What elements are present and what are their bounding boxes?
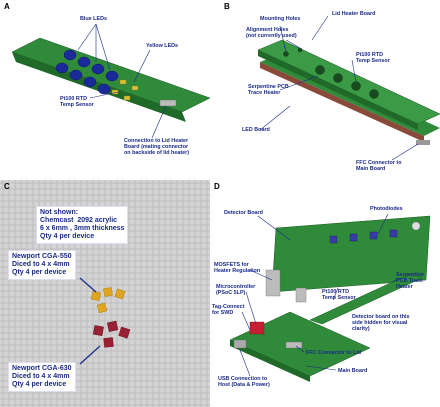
connector-label: Connection to Lid Heater Board (mating c…	[124, 138, 190, 157]
detector-hidden-note: Detector board on this side hidden for v…	[352, 314, 410, 333]
panel-c: C Not shown: Chemcast 2092 acrylic 6 x 6…	[0, 180, 210, 407]
panel-b-label: B	[224, 2, 230, 11]
led-board-illustration	[11, 23, 211, 139]
cga630-note: Newport CGA-630 Diced to 4 x 4mm Qty 4 p…	[8, 362, 76, 392]
pt100-label: Pt100 RTD Temp Sensor	[60, 96, 94, 109]
tag-connect-label: Tag-Connect for SWD	[212, 304, 245, 317]
alignment-holes-label: Alignment Holes (not currently used)	[246, 27, 297, 40]
usb-connection-label: USB Connection to Host (Data & Power)	[218, 376, 270, 389]
panel-d-label: D	[214, 182, 220, 191]
main-board-label: Main Board	[338, 368, 368, 374]
serpentine-label-d: Serpentine PCB Trace Heater	[396, 272, 424, 291]
lid-heater-board-label: Lid Heater Board	[332, 11, 376, 17]
ffc-to-lid-label: FFC Connector to Lid	[306, 350, 362, 356]
pt100-label-b: Pt100 RTD Temp Sensor	[356, 52, 390, 65]
chemcast-note: Not shown: Chemcast 2092 acrylic 6 x 6mm…	[36, 206, 129, 244]
yellow-leds-label: Yellow LEDs	[146, 43, 179, 49]
lid-heater-stack-illustration	[257, 15, 440, 161]
photodiodes-label: Photodiodes	[370, 206, 403, 212]
detector-board-label: Detector Board	[224, 210, 263, 216]
panel-d: D	[210, 180, 440, 407]
mounting-holes-label: Mounting Holes	[260, 16, 301, 22]
assembly-illustration	[229, 213, 431, 382]
panel-b: B Mounting Holes Alignment Holes (not cu…	[220, 0, 440, 180]
blue-leds-label: Blue LEDs	[80, 16, 107, 22]
panel-c-label: C	[4, 182, 10, 191]
panel-a: A Blue LEDs Yellow LEDs Pt100 RTD Temp S…	[0, 0, 220, 180]
cga550-note: Newport CGA-550 Diced to 4 x 4mm Qty 4 p…	[8, 250, 76, 280]
led-board-label: LED Board	[242, 127, 270, 133]
microcontroller-label: Microcontroller (PSoC 5LP)	[216, 284, 256, 297]
mosfets-label: MOSFETS for Heater Regulation	[214, 262, 261, 275]
serpentine-label-b: Serpentine PCB Trace Heater	[248, 84, 289, 97]
panel-a-label: A	[4, 2, 10, 11]
ffc-connector-label: FFC Connector to Main Board	[356, 160, 402, 173]
pt100-label-d: Pt100 RTD Temp Sensor	[322, 289, 356, 302]
